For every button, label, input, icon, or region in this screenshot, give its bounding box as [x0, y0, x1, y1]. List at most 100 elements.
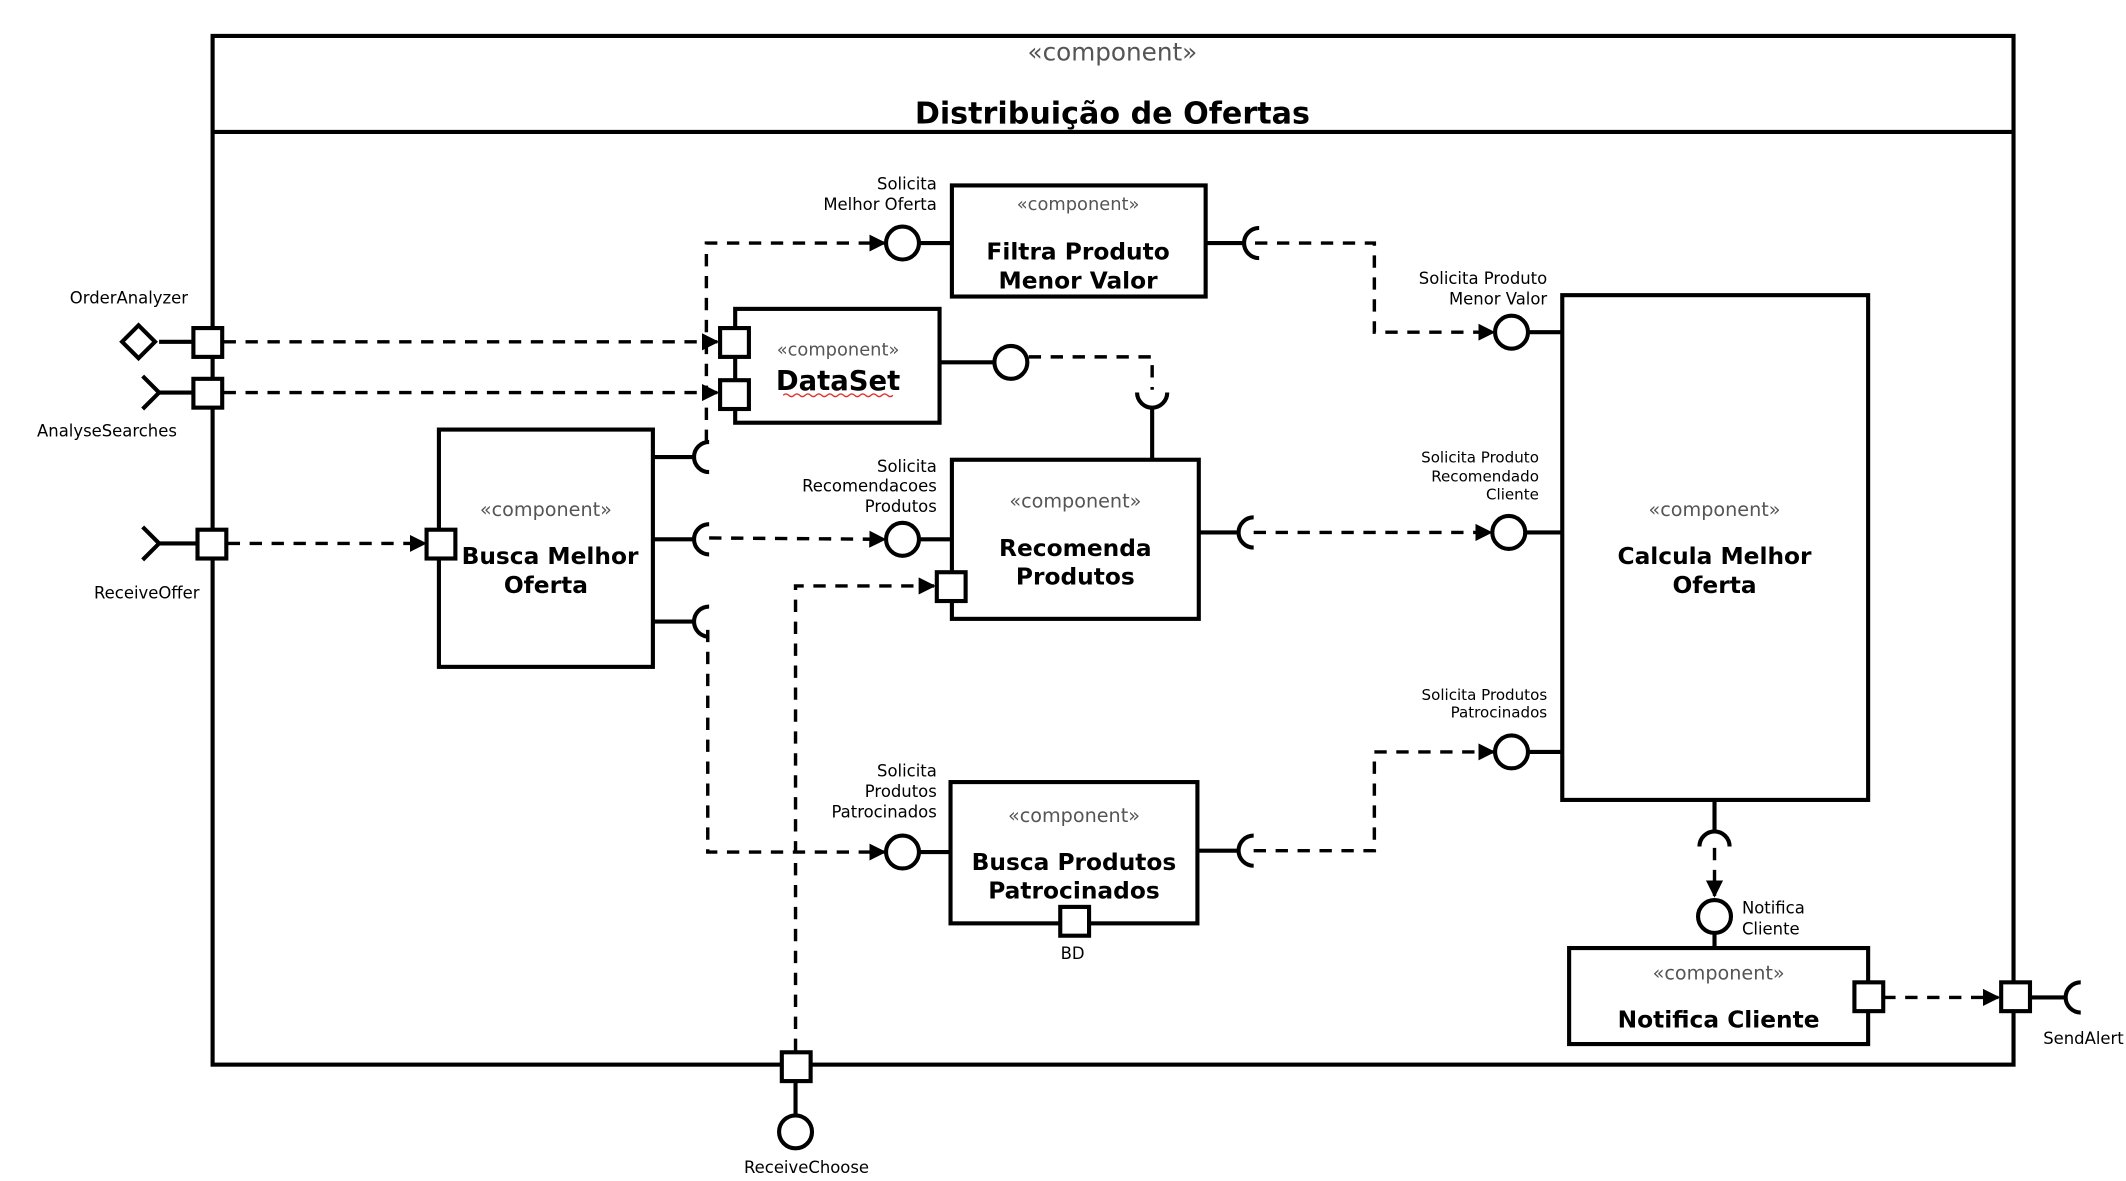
port-orderanalyzer: [191, 326, 225, 359]
label-receivechoose: ReceiveChoose: [744, 1158, 869, 1176]
container-stereotype: «component»: [1027, 38, 1197, 67]
component-name-line: Patrocinados: [988, 878, 1159, 905]
port-receiveoffer: [195, 527, 229, 561]
socket-filtra-calcula-icon: [1242, 225, 1260, 261]
stereotype-label: «component»: [1009, 490, 1141, 513]
label-solicita-recomendado-cliente: Solicita Produto: [1421, 448, 1539, 466]
port-dataset-analysesearches: [718, 378, 751, 412]
label-notifica-cliente: Notifica: [1742, 899, 1805, 918]
port-busca-receiveoffer: [424, 527, 458, 561]
label-solicita-patrocinados: Patrocinados: [832, 803, 937, 822]
port-sendalert: [1999, 980, 2033, 1014]
lollipop-solicita-menor-valor-icon: [1493, 313, 1531, 351]
label-solicita-recomendado-cliente: Recomendado: [1431, 468, 1539, 486]
component-name-line: Busca Produtos: [972, 849, 1177, 876]
socket-busca-patrocinados-icon: [692, 604, 710, 639]
label-solicita-melhor-oferta: Melhor Oferta: [823, 195, 936, 214]
port-bd: [1058, 904, 1092, 938]
stereotype-label: «component»: [1008, 804, 1140, 827]
label-solicita-recomendacoes: Produtos: [865, 497, 937, 516]
spellcheck-underline: [782, 393, 894, 398]
connector-busca-patrocinados: [706, 629, 887, 861]
lollipop-solicita-melhor-oferta-icon: [884, 224, 922, 262]
stereotype-label: «component»: [777, 340, 900, 361]
label-solicita-menor-valor: Menor Valor: [1449, 290, 1547, 309]
component-filtra-produto-menor-valor[interactable]: «component» Filtra Produto Menor Valor: [949, 183, 1208, 299]
connector-busca-recomenda: [709, 530, 887, 548]
connectors: [223, 234, 2001, 1051]
connector-patrocinados-calcula: [1253, 743, 1496, 853]
stereotype-label: «component»: [1649, 498, 1781, 521]
component-name-line: Menor Valor: [999, 267, 1159, 294]
label-sendalert: SendAlert: [2043, 1029, 2124, 1048]
port-notifica-out: [1852, 980, 1886, 1014]
required-interfaces: [141, 225, 2081, 1015]
container-distribuicao-de-ofertas: «component» Distribuição de Ofertas: [210, 33, 2016, 1067]
label-solicita-recomendado-cliente: Cliente: [1486, 486, 1539, 504]
lollipop-solicita-patrocinados-calc-icon: [1493, 733, 1531, 771]
socket-recomenda-calcula-icon: [1236, 515, 1254, 550]
component-name-line: Calcula Melhor: [1617, 543, 1812, 570]
port-dataset-orderanalyzer: [718, 326, 751, 359]
container-title: Distribuição de Ofertas: [915, 97, 1310, 132]
label-notifica-cliente: Cliente: [1742, 919, 1800, 938]
lollipop-notifica-cliente-icon: [1695, 897, 1734, 936]
port-receivechoose: [779, 1050, 813, 1084]
component-dataset[interactable]: «component» DataSet: [733, 306, 942, 425]
connector-dataset-recomenda: [1028, 355, 1154, 390]
interface-labels-right: Notifica Cliente: [1742, 899, 1805, 939]
label-receiveoffer: ReceiveOffer: [94, 583, 200, 602]
component-name-line: Produtos: [1016, 564, 1135, 591]
orderanalyzer-diamond-icon: [119, 322, 158, 362]
component-name-line: Oferta: [1672, 572, 1756, 599]
socket-patrocinados-calcula-icon: [1236, 833, 1254, 868]
lollipop-solicita-recomendacoes-icon: [884, 520, 922, 558]
stereotype-label: «component»: [1653, 962, 1785, 985]
lollipop-solicita-patrocinados-icon: [884, 833, 922, 871]
label-solicita-patrocinados-calc: Patrocinados: [1451, 704, 1548, 722]
port-labels: OrderAnalyzer AnalyseSearches ReceiveOff…: [37, 288, 2124, 1177]
component-name-line: Filtra Produto: [986, 238, 1169, 265]
component-notifica-cliente[interactable]: «component» Notifica Cliente: [1567, 945, 1871, 1047]
component-recomenda-produtos[interactable]: «component» Recomenda Produtos: [949, 457, 1201, 621]
port-analysesearches: [191, 376, 225, 410]
provided-interfaces: [777, 224, 1734, 1151]
port-recomenda-receivechoose: [934, 570, 968, 604]
interface-labels: Solicita Melhor Oferta Solicita Recomend…: [802, 175, 1547, 822]
component-calcula-melhor-oferta[interactable]: «component» Calcula Melhor Oferta: [1560, 293, 1871, 802]
lollipop-dataset-icon: [992, 343, 1030, 381]
label-solicita-patrocinados: Produtos: [865, 782, 937, 801]
label-solicita-recomendacoes: Recomendacoes: [802, 476, 937, 495]
component-name-line: Notifica Cliente: [1618, 1007, 1820, 1034]
label-solicita-patrocinados: Solicita: [877, 762, 937, 781]
label-solicita-patrocinados-calc: Solicita Produtos: [1422, 686, 1548, 704]
socket-busca-recomenda-icon: [692, 522, 710, 557]
component-busca-melhor-oferta[interactable]: «component» Busca Melhor Oferta: [436, 427, 655, 669]
connector-filtra-calcula: [1255, 241, 1496, 341]
lollipop-receivechoose-icon: [777, 1113, 815, 1151]
lollipop-solicita-recomendado-cliente-icon: [1490, 513, 1528, 551]
connector-busca-filtra: [704, 234, 887, 442]
connector-receivechoose-recomenda: [793, 577, 936, 1051]
socket-receiveoffer-icon: [141, 525, 163, 562]
socket-recomenda-dataset-icon: [1135, 392, 1170, 410]
label-solicita-menor-valor: Solicita Produto: [1419, 269, 1547, 288]
ports[interactable]: [191, 326, 2033, 1084]
label-solicita-melhor-oferta: Solicita: [877, 175, 937, 194]
component-busca-produtos-patrocinados[interactable]: «component» Busca Produtos Patrocinados: [948, 780, 1200, 926]
label-orderanalyzer: OrderAnalyzer: [70, 288, 188, 307]
label-analysesearches: AnalyseSearches: [37, 421, 177, 440]
component-name-line: DataSet: [776, 366, 900, 397]
label-bd: BD: [1061, 944, 1085, 963]
component-name-line: Oferta: [504, 572, 588, 599]
socket-sendalert-icon: [2063, 980, 2081, 1015]
socket-calcula-notifica-icon: [1697, 829, 1732, 847]
component-name-line: Busca Melhor: [462, 543, 639, 570]
component-name-line: Recomenda: [999, 535, 1152, 562]
socket-analysesearches-icon: [141, 374, 163, 411]
socket-busca-filtra-icon: [692, 439, 710, 475]
assembly-stubs: [159, 240, 2065, 1116]
label-solicita-recomendacoes: Solicita: [877, 457, 937, 476]
